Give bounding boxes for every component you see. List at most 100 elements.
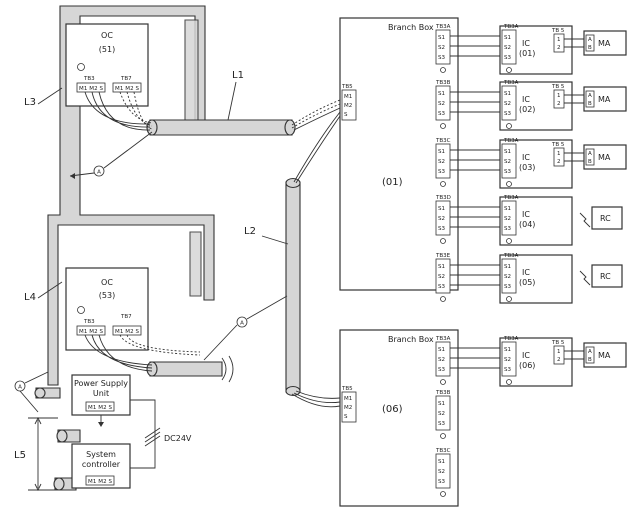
port-term: S2 xyxy=(438,469,445,475)
ic-address: (06) xyxy=(519,361,535,370)
ic-tb5-term: 2 xyxy=(557,159,561,165)
ma-terminal xyxy=(585,34,595,52)
ma-term: B xyxy=(588,45,592,51)
ic-term: S3 xyxy=(504,111,511,117)
ic-tb5-terminal xyxy=(553,147,565,167)
cable-oc53-end-left xyxy=(146,361,158,377)
port-term: S2 xyxy=(438,159,445,165)
tb5-term: S xyxy=(344,414,348,420)
port-label: TB3B xyxy=(435,390,451,396)
port-terminal xyxy=(435,341,451,377)
tb5-term: M2 xyxy=(344,405,352,411)
port-term: S3 xyxy=(438,284,445,290)
ic-terminal xyxy=(501,258,517,294)
ic-term: S1 xyxy=(504,206,511,212)
ma-term: A xyxy=(588,151,592,157)
ic-terminal xyxy=(501,341,517,377)
ma-term: A xyxy=(588,349,592,355)
l1-pointer xyxy=(227,81,237,121)
oc-53-type: OC xyxy=(101,278,113,287)
port-term: S1 xyxy=(438,459,445,465)
cable-l2-end-top xyxy=(285,177,301,189)
ic-ground-icon xyxy=(506,379,512,385)
cable-l5-end xyxy=(56,429,68,443)
ma-term: B xyxy=(588,159,592,165)
port-term: S2 xyxy=(438,357,445,363)
ma-wire xyxy=(564,94,586,104)
ic-ground-icon xyxy=(506,296,512,302)
rc-remote-controller xyxy=(591,264,623,288)
port-term: S1 xyxy=(438,206,445,212)
ic-label: IC xyxy=(522,39,530,48)
tb5-term: M2 xyxy=(344,103,352,109)
branch-box-2-tb5-terminal xyxy=(341,391,357,423)
port-term: S3 xyxy=(438,367,445,373)
cable-l1-end-left xyxy=(146,119,158,136)
port-terminal xyxy=(435,29,451,65)
oc-51-wires xyxy=(84,91,151,131)
port-label: TB3A xyxy=(435,336,451,342)
port-ground-icon xyxy=(440,379,446,385)
oc-51-tb7-wires xyxy=(119,91,153,130)
ic-term: S1 xyxy=(504,264,511,270)
port-terminal xyxy=(435,200,451,236)
ic-tb-label: TB3A xyxy=(503,253,519,259)
ic-label: IC xyxy=(522,153,530,162)
ic-terminal xyxy=(501,143,517,179)
marker-a-2: A xyxy=(240,321,244,327)
ma-wire xyxy=(564,350,586,360)
rc-label: RC xyxy=(600,272,611,281)
l4-pointer xyxy=(37,281,63,299)
tb5-term: M1 xyxy=(344,94,352,100)
port-term: S2 xyxy=(438,101,445,107)
ic-tb5-term: 1 xyxy=(557,93,561,99)
port-ground-icon xyxy=(440,181,446,187)
ic-tb-label: TB3A xyxy=(503,80,519,86)
ic-term: S2 xyxy=(504,159,511,165)
port-term: S3 xyxy=(438,111,445,117)
ma-label: MA xyxy=(598,153,611,162)
psu-dc-line xyxy=(130,399,156,469)
ic-tb5-label: TB 5 xyxy=(551,340,565,346)
ic-term: S2 xyxy=(504,216,511,222)
oc-53-wires xyxy=(84,334,153,372)
ic-terminal xyxy=(501,200,517,236)
ic-term: S2 xyxy=(504,357,511,363)
ma-term: B xyxy=(588,357,592,363)
ic-label: IC xyxy=(522,95,530,104)
marker-a-3-pointers xyxy=(19,371,49,413)
port-term: S3 xyxy=(438,226,445,232)
port-label: TB3E xyxy=(435,253,451,259)
oc-53-address: (53) xyxy=(99,291,115,300)
cable-label-l1: L1 xyxy=(232,70,244,81)
ic-tb-label: TB3A xyxy=(503,195,519,201)
port-terminal xyxy=(435,453,451,489)
ic-term: S3 xyxy=(504,226,511,232)
cable-oc51-right xyxy=(184,19,199,121)
port-term: S2 xyxy=(438,216,445,222)
wireless-signal-icon xyxy=(579,212,591,228)
wireless-signal-icon xyxy=(579,270,591,286)
ma-label: MA xyxy=(598,95,611,104)
oc-51-tb7-terms: M1 M2 S xyxy=(115,86,140,92)
oc-51-tb3-terms: M1 M2 S xyxy=(79,86,104,92)
ic-term: S3 xyxy=(504,169,511,175)
ic-tb-label: TB3A xyxy=(503,336,519,342)
ic-address: (05) xyxy=(519,278,535,287)
ic-tb5-term: 2 xyxy=(557,357,561,363)
ma-term: A xyxy=(588,93,592,99)
tb5-term: M1 xyxy=(344,396,352,402)
oc-51-address: (51) xyxy=(99,45,115,54)
l2-pointer xyxy=(261,235,289,245)
cable-l2-end-bottom xyxy=(285,385,301,397)
ma-wire xyxy=(564,152,586,162)
cable-l1 xyxy=(149,119,293,136)
ic-tb5-term: 1 xyxy=(557,37,561,43)
psu-arrow-head xyxy=(98,422,104,427)
rc-remote-controller xyxy=(591,206,623,230)
branch-box-2-address: (06) xyxy=(382,404,403,415)
ma-term: B xyxy=(588,101,592,107)
port-term: S1 xyxy=(438,401,445,407)
ic-term: S2 xyxy=(504,274,511,280)
